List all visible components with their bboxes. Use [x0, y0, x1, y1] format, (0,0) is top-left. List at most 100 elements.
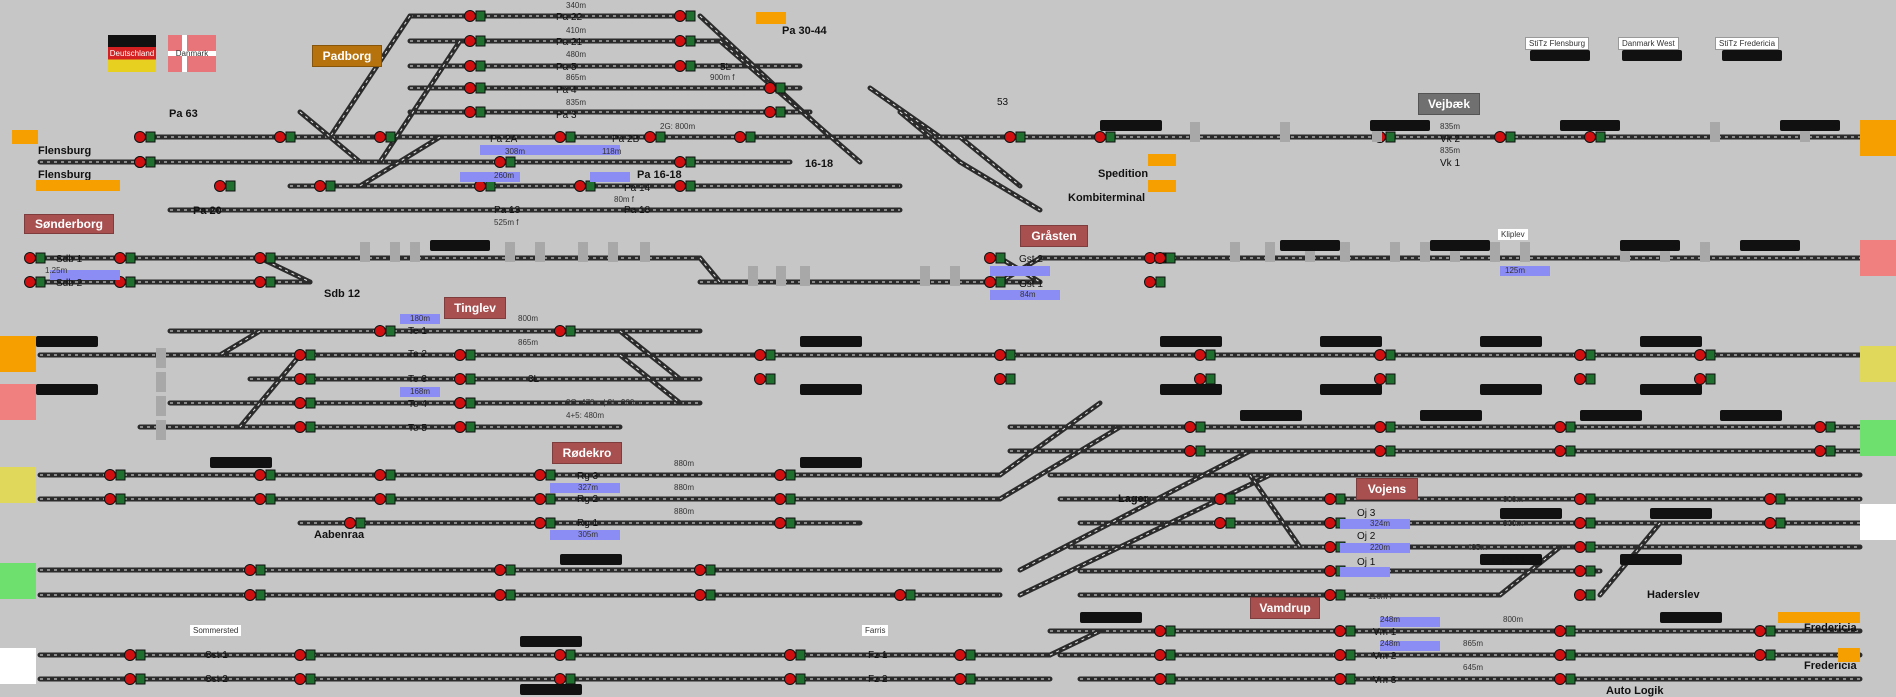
- signal-green-icon[interactable]: [565, 649, 576, 661]
- signal-green-icon[interactable]: [585, 180, 596, 192]
- signal-green-icon[interactable]: [385, 493, 396, 505]
- area-label-pa-30-44[interactable]: Pa 30-44: [782, 25, 827, 37]
- signal-icon[interactable]: [674, 180, 686, 192]
- edge-connector[interactable]: [0, 467, 36, 503]
- signal-icon[interactable]: [774, 517, 786, 529]
- signal-green-icon[interactable]: [265, 252, 276, 264]
- signal-icon[interactable]: [1214, 493, 1226, 505]
- signal-icon[interactable]: [1574, 541, 1586, 553]
- signal-icon[interactable]: [1374, 445, 1386, 457]
- station-button-tinglev[interactable]: Tinglev: [444, 297, 506, 319]
- signal-green-icon[interactable]: [1565, 673, 1576, 685]
- signal-green-icon[interactable]: [685, 156, 696, 168]
- signal-icon[interactable]: [1324, 541, 1336, 553]
- area-label-lager[interactable]: Lager: [1118, 493, 1148, 505]
- signal-green-icon[interactable]: [1205, 373, 1216, 385]
- area-label-flensburg[interactable]: Flensburg: [38, 145, 92, 157]
- signal-icon[interactable]: [1184, 445, 1196, 457]
- station-button-padborg[interactable]: Padborg: [312, 45, 382, 67]
- signal-icon[interactable]: [1324, 565, 1336, 577]
- signal-green-icon[interactable]: [465, 349, 476, 361]
- panel-tag-danmark-west[interactable]: Danmark West: [1618, 37, 1679, 50]
- signal-green-icon[interactable]: [385, 131, 396, 143]
- signal-green-icon[interactable]: [565, 325, 576, 337]
- signal-green-icon[interactable]: [545, 469, 556, 481]
- signal-green-icon[interactable]: [795, 673, 806, 685]
- signal-icon[interactable]: [494, 156, 506, 168]
- signal-green-icon[interactable]: [1595, 131, 1606, 143]
- signal-green-icon[interactable]: [785, 493, 796, 505]
- signal-icon[interactable]: [1574, 349, 1586, 361]
- signal-icon[interactable]: [1334, 625, 1346, 637]
- area-label-16-18[interactable]: 16-18: [805, 158, 834, 170]
- signal-icon[interactable]: [534, 517, 546, 529]
- signal-green-icon[interactable]: [1165, 625, 1176, 637]
- panel-tag-stitz-fredericia[interactable]: StiTz Fredericia: [1715, 37, 1780, 50]
- signal-green-icon[interactable]: [1565, 649, 1576, 661]
- signal-green-icon[interactable]: [1825, 421, 1836, 433]
- signal-green-icon[interactable]: [465, 397, 476, 409]
- signal-green-icon[interactable]: [775, 82, 786, 94]
- signal-icon[interactable]: [1554, 673, 1566, 685]
- signal-green-icon[interactable]: [1345, 673, 1356, 685]
- signal-icon[interactable]: [984, 252, 996, 264]
- signal-green-icon[interactable]: [1585, 373, 1596, 385]
- signal-icon[interactable]: [694, 564, 706, 576]
- edge-connector[interactable]: [1860, 420, 1896, 456]
- signal-icon[interactable]: [1574, 493, 1586, 505]
- signal-green-icon[interactable]: [905, 589, 916, 601]
- signal-icon[interactable]: [254, 469, 266, 481]
- signal-green-icon[interactable]: [1345, 625, 1356, 637]
- signal-icon[interactable]: [24, 252, 36, 264]
- signal-icon[interactable]: [1324, 493, 1336, 505]
- signal-icon[interactable]: [534, 493, 546, 505]
- signal-green-icon[interactable]: [1585, 349, 1596, 361]
- signal-icon[interactable]: [1574, 589, 1586, 601]
- signal-green-icon[interactable]: [255, 589, 266, 601]
- signal-green-icon[interactable]: [125, 252, 136, 264]
- signal-icon[interactable]: [454, 421, 466, 433]
- station-button-vojens[interactable]: Vojens: [1356, 478, 1418, 500]
- signal-green-icon[interactable]: [505, 589, 516, 601]
- signal-green-icon[interactable]: [1705, 373, 1716, 385]
- signal-icon[interactable]: [464, 10, 476, 22]
- edge-connector[interactable]: [1778, 612, 1860, 623]
- signal-green-icon[interactable]: [775, 106, 786, 118]
- signal-green-icon[interactable]: [685, 180, 696, 192]
- signal-green-icon[interactable]: [1705, 349, 1716, 361]
- signal-icon[interactable]: [1554, 649, 1566, 661]
- signal-icon[interactable]: [1374, 421, 1386, 433]
- signal-green-icon[interactable]: [1165, 673, 1176, 685]
- signal-green-icon[interactable]: [1225, 493, 1236, 505]
- signal-icon[interactable]: [1584, 131, 1596, 143]
- signal-green-icon[interactable]: [1385, 373, 1396, 385]
- signal-green-icon[interactable]: [135, 673, 146, 685]
- signal-green-icon[interactable]: [355, 517, 366, 529]
- signal-icon[interactable]: [1004, 131, 1016, 143]
- signal-green-icon[interactable]: [1585, 589, 1596, 601]
- signal-icon[interactable]: [764, 82, 776, 94]
- signal-icon[interactable]: [244, 589, 256, 601]
- signal-green-icon[interactable]: [1385, 349, 1396, 361]
- signal-icon[interactable]: [254, 493, 266, 505]
- area-label-haderslev[interactable]: Haderslev: [1647, 589, 1700, 601]
- signal-green-icon[interactable]: [1165, 649, 1176, 661]
- signal-icon[interactable]: [674, 35, 686, 47]
- signal-green-icon[interactable]: [1105, 131, 1116, 143]
- signal-icon[interactable]: [294, 673, 306, 685]
- signal-icon[interactable]: [134, 131, 146, 143]
- signal-icon[interactable]: [1214, 517, 1226, 529]
- signal-green-icon[interactable]: [485, 180, 496, 192]
- signal-green-icon[interactable]: [385, 325, 396, 337]
- signal-icon[interactable]: [694, 589, 706, 601]
- signal-icon[interactable]: [1154, 625, 1166, 637]
- signal-icon[interactable]: [1324, 589, 1336, 601]
- signal-icon[interactable]: [454, 397, 466, 409]
- signal-icon[interactable]: [294, 373, 306, 385]
- signal-green-icon[interactable]: [145, 131, 156, 143]
- signal-green-icon[interactable]: [1335, 493, 1346, 505]
- panel-tag-stitz-flensburg[interactable]: StiTz Flensburg: [1525, 37, 1590, 50]
- signal-icon[interactable]: [1374, 349, 1386, 361]
- signal-icon[interactable]: [1574, 517, 1586, 529]
- signal-icon[interactable]: [374, 493, 386, 505]
